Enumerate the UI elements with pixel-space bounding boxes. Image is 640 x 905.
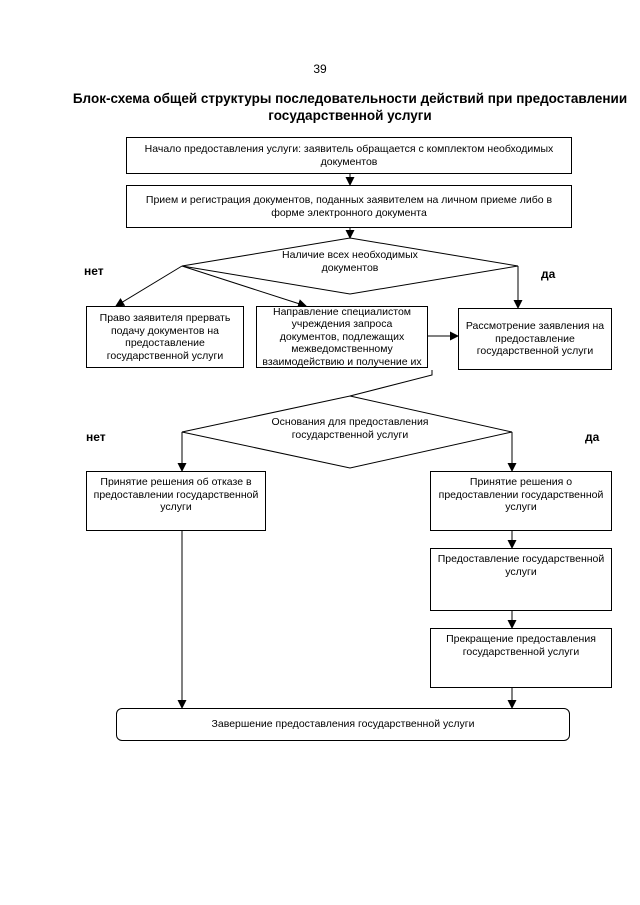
end-box: Завершение предоставления государственно…: [116, 708, 570, 741]
decision-documents-diamond: [181, 237, 519, 295]
no-label-1: нет: [84, 264, 104, 278]
refusal-box: Принятие решения об отказе в предоставле…: [86, 471, 266, 531]
arrow-no-to-right-to-stop: [115, 265, 183, 307]
decision-documents-label: Наличие всех необходимых документов: [282, 249, 418, 274]
arrow-consideration-to-decision: [349, 370, 433, 397]
provision-box: Предоставление государственной услуги: [430, 548, 612, 611]
arrow-no-to-interagency: [181, 265, 307, 308]
decision-grounds-label: Основания для предоставления государстве…: [271, 416, 429, 441]
registration-box: Прием и регистрация документов, поданных…: [126, 185, 572, 228]
right-to-stop-box: Право заявителя прервать подачу документ…: [86, 306, 244, 368]
yes-label-1: да: [541, 267, 556, 281]
termination-box: Прекращение предоставления государственн…: [430, 628, 612, 688]
interagency-request-box: Направление специалистом учреждения запр…: [256, 306, 428, 368]
decision-grounds-diamond: [181, 395, 513, 469]
page-number: 39: [313, 62, 327, 76]
yes-label-2: да: [585, 430, 600, 444]
start-box: Начало предоставления услуги: заявитель …: [126, 137, 572, 174]
consideration-box: Рассмотрение заявления на предоставление…: [458, 308, 612, 370]
diagram-title: Блок-схема общей структуры последователь…: [72, 91, 628, 123]
approval-box: Принятие решения о предоставлении госуда…: [430, 471, 612, 531]
no-label-2: нет: [86, 430, 106, 444]
